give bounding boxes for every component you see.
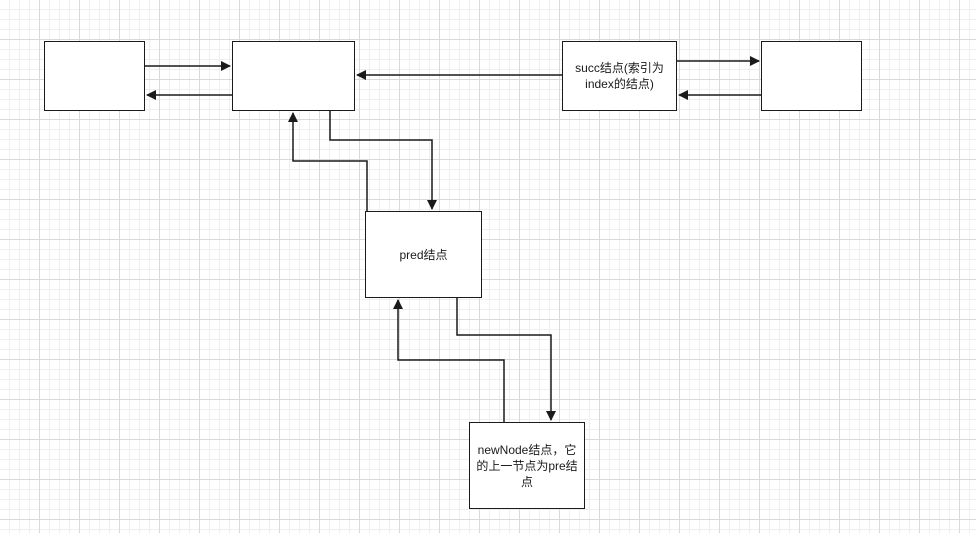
succ-node: succ结点(索引为index的结点): [562, 41, 677, 111]
succ-node-label: succ结点(索引为index的结点): [575, 61, 664, 91]
pred-node: pred结点: [365, 211, 482, 298]
list-node-2: [232, 41, 355, 111]
pred-node-label: pred结点: [399, 247, 448, 262]
edge-n5-to-n2: [288, 112, 368, 211]
edge-n2-to-n5: [329, 111, 437, 210]
edge-n5-to-n6: [456, 298, 556, 421]
list-node-1: [44, 41, 145, 111]
edge-n6-to-n5: [393, 299, 505, 422]
new-node-label: newNode结点，它的上一节点为pre结点: [476, 442, 578, 489]
new-node: newNode结点，它的上一节点为pre结点: [469, 422, 585, 509]
list-node-4: [761, 41, 862, 111]
